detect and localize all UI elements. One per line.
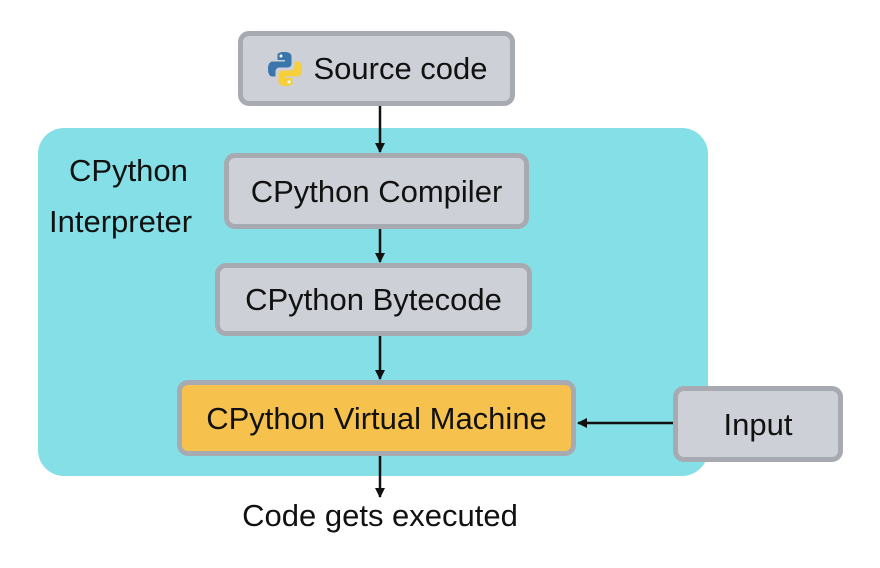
cpython-bytecode-label: CPython Bytecode [245,282,502,317]
cpython-virtual-machine-box: CPython Virtual Machine [177,380,576,456]
interpreter-label-line2: Interpreter [49,204,193,239]
source-code-box: Source code [238,31,515,106]
cpython-virtual-machine-label: CPython Virtual Machine [206,400,547,436]
cpython-compiler-box: CPython Compiler [224,153,529,229]
cpython-bytecode-box: CPython Bytecode [215,263,532,336]
interpreter-label-line1: CPython [69,153,188,188]
source-code-label: Source code [313,51,488,86]
cpython-compiler-label: CPython Compiler [250,173,503,209]
python-logo-icon [268,51,303,86]
input-box: Input [673,386,843,462]
code-gets-executed-label: Code gets executed [242,498,518,533]
input-label: Input [723,406,793,442]
